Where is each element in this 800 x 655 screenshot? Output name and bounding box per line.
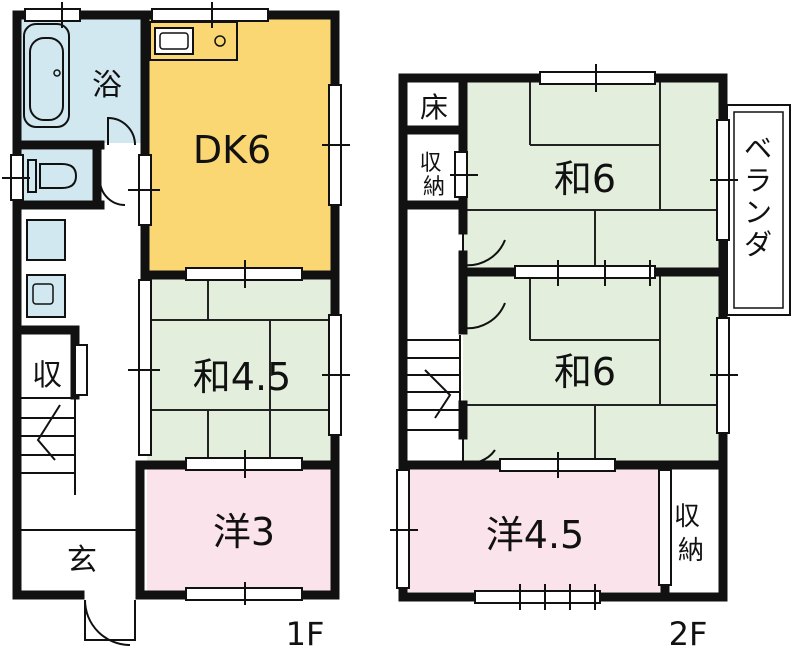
veranda-label-char: ン bbox=[744, 196, 772, 229]
washitsu-upper-label: 和6 bbox=[554, 157, 616, 201]
closet-small-label-line1: 収 bbox=[419, 151, 441, 176]
closet-small-label: 収 納 bbox=[419, 151, 448, 200]
floor-label-2f: 2F bbox=[669, 615, 708, 653]
washitsu-room-1f bbox=[147, 273, 332, 463]
stairs-1f bbox=[20, 397, 76, 495]
veranda-label-char: ラ bbox=[744, 164, 772, 197]
closet-label-line2: 納 bbox=[678, 536, 704, 566]
yoshitsu-room-2f bbox=[403, 467, 665, 592]
bath-label: 浴 bbox=[92, 68, 122, 103]
washitsu-lower-room bbox=[463, 272, 721, 462]
yoshitsu-label-1f: 洋3 bbox=[213, 510, 275, 554]
windows-2f bbox=[390, 64, 738, 610]
bathtub bbox=[23, 23, 70, 128]
closet-label-line1: 収 bbox=[674, 502, 700, 532]
floor-label-1f: 1F bbox=[286, 615, 325, 653]
washitsu-label-1f: 和4.5 bbox=[193, 355, 291, 399]
closet-2f bbox=[665, 467, 717, 592]
veranda-area bbox=[726, 104, 791, 316]
washer-icon bbox=[26, 219, 66, 261]
tatami-lines-2f-upper bbox=[463, 80, 721, 270]
storage-label-1f: 収 bbox=[32, 358, 62, 393]
stairs-2f bbox=[407, 335, 461, 431]
windows-1f bbox=[2, 2, 350, 605]
dk-room bbox=[147, 15, 332, 271]
veranda-label-char: ダ bbox=[744, 228, 772, 261]
floor-1: 浴 DK6 和4.5 洋3 収 玄 1F bbox=[2, 2, 350, 653]
washitsu-upper-room bbox=[463, 80, 721, 270]
entrance-label: 玄 bbox=[67, 543, 97, 578]
washitsu-lower-label: 和6 bbox=[554, 350, 616, 394]
tatami-lines-1f bbox=[147, 273, 332, 463]
yoshitsu-room-1f bbox=[147, 465, 332, 592]
toilet-icon bbox=[27, 159, 78, 193]
tokonoma-label: 床 bbox=[420, 91, 448, 124]
doors-2f bbox=[462, 220, 506, 464]
closet-label: 収 納 bbox=[674, 502, 708, 566]
yoshitsu-label-2f: 洋4.5 bbox=[486, 513, 584, 557]
doors-1f bbox=[84, 116, 136, 646]
dk-label: DK6 bbox=[193, 128, 271, 172]
closet-small-label-line2: 納 bbox=[423, 175, 445, 200]
tatami-lines-2f-lower bbox=[463, 272, 721, 462]
veranda-label-char: ベ bbox=[744, 132, 772, 165]
